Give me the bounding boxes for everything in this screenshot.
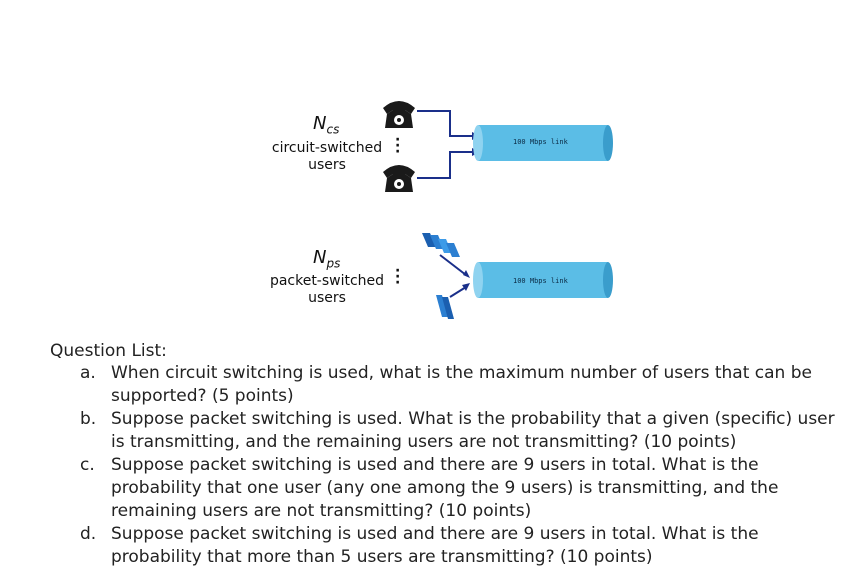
circuit-vertical-dots: ··· bbox=[395, 132, 401, 160]
telephone-icon-bottom bbox=[383, 165, 415, 192]
question-marker: d. bbox=[80, 524, 97, 544]
question-list: a. When circuit switching is used, what … bbox=[80, 362, 840, 569]
question-list-title: Question List: bbox=[50, 341, 167, 361]
circuit-users-line1: circuit-switched bbox=[271, 140, 383, 156]
ncs-n: N bbox=[313, 113, 327, 134]
telephone-icon-top bbox=[383, 101, 415, 128]
question-marker: c. bbox=[80, 455, 95, 475]
packet-users-label: packet-switched users bbox=[262, 273, 392, 307]
nps-sub: ps bbox=[326, 256, 341, 271]
packet-diagram bbox=[422, 233, 613, 319]
ncs-label: Ncs bbox=[313, 113, 339, 137]
packet-stream-bottom bbox=[436, 283, 470, 319]
packet-vertical-dots: ··· bbox=[395, 263, 401, 291]
circuit-link-label: 100 Mbps link bbox=[513, 138, 568, 146]
circuit-users-label: circuit-switched users bbox=[262, 140, 392, 174]
question-item-a: a. When circuit switching is used, what … bbox=[80, 362, 840, 408]
ncs-sub: cs bbox=[326, 122, 340, 137]
circuit-wire-bottom bbox=[417, 151, 472, 179]
packet-users-line2: users bbox=[308, 290, 346, 306]
circuit-wire-top bbox=[417, 110, 472, 137]
question-item-c: c. Suppose packet switching is used and … bbox=[80, 454, 840, 523]
question-item-d: d. Suppose packet switching is used and … bbox=[80, 523, 840, 569]
question-marker: b. bbox=[80, 409, 97, 429]
question-text: Suppose packet switching is used and the… bbox=[111, 455, 779, 521]
nps-n: N bbox=[313, 247, 327, 268]
question-item-b: b. Suppose packet switching is used. Wha… bbox=[80, 408, 840, 454]
question-text: Suppose packet switching is used and the… bbox=[111, 524, 759, 567]
question-text: Suppose packet switching is used. What i… bbox=[111, 409, 835, 452]
nps-label: Nps bbox=[313, 247, 340, 271]
packet-link-label: 100 Mbps link bbox=[513, 277, 568, 285]
packet-users-line1: packet-switched bbox=[269, 273, 385, 289]
circuit-link-cylinder bbox=[473, 125, 613, 161]
circuit-diagram bbox=[383, 101, 613, 192]
question-marker: a. bbox=[80, 363, 96, 383]
circuit-users-line2: users bbox=[308, 157, 346, 173]
question-text: When circuit switching is used, what is … bbox=[111, 363, 812, 406]
packet-stream-top bbox=[422, 233, 470, 278]
packet-link-cylinder bbox=[473, 262, 613, 298]
